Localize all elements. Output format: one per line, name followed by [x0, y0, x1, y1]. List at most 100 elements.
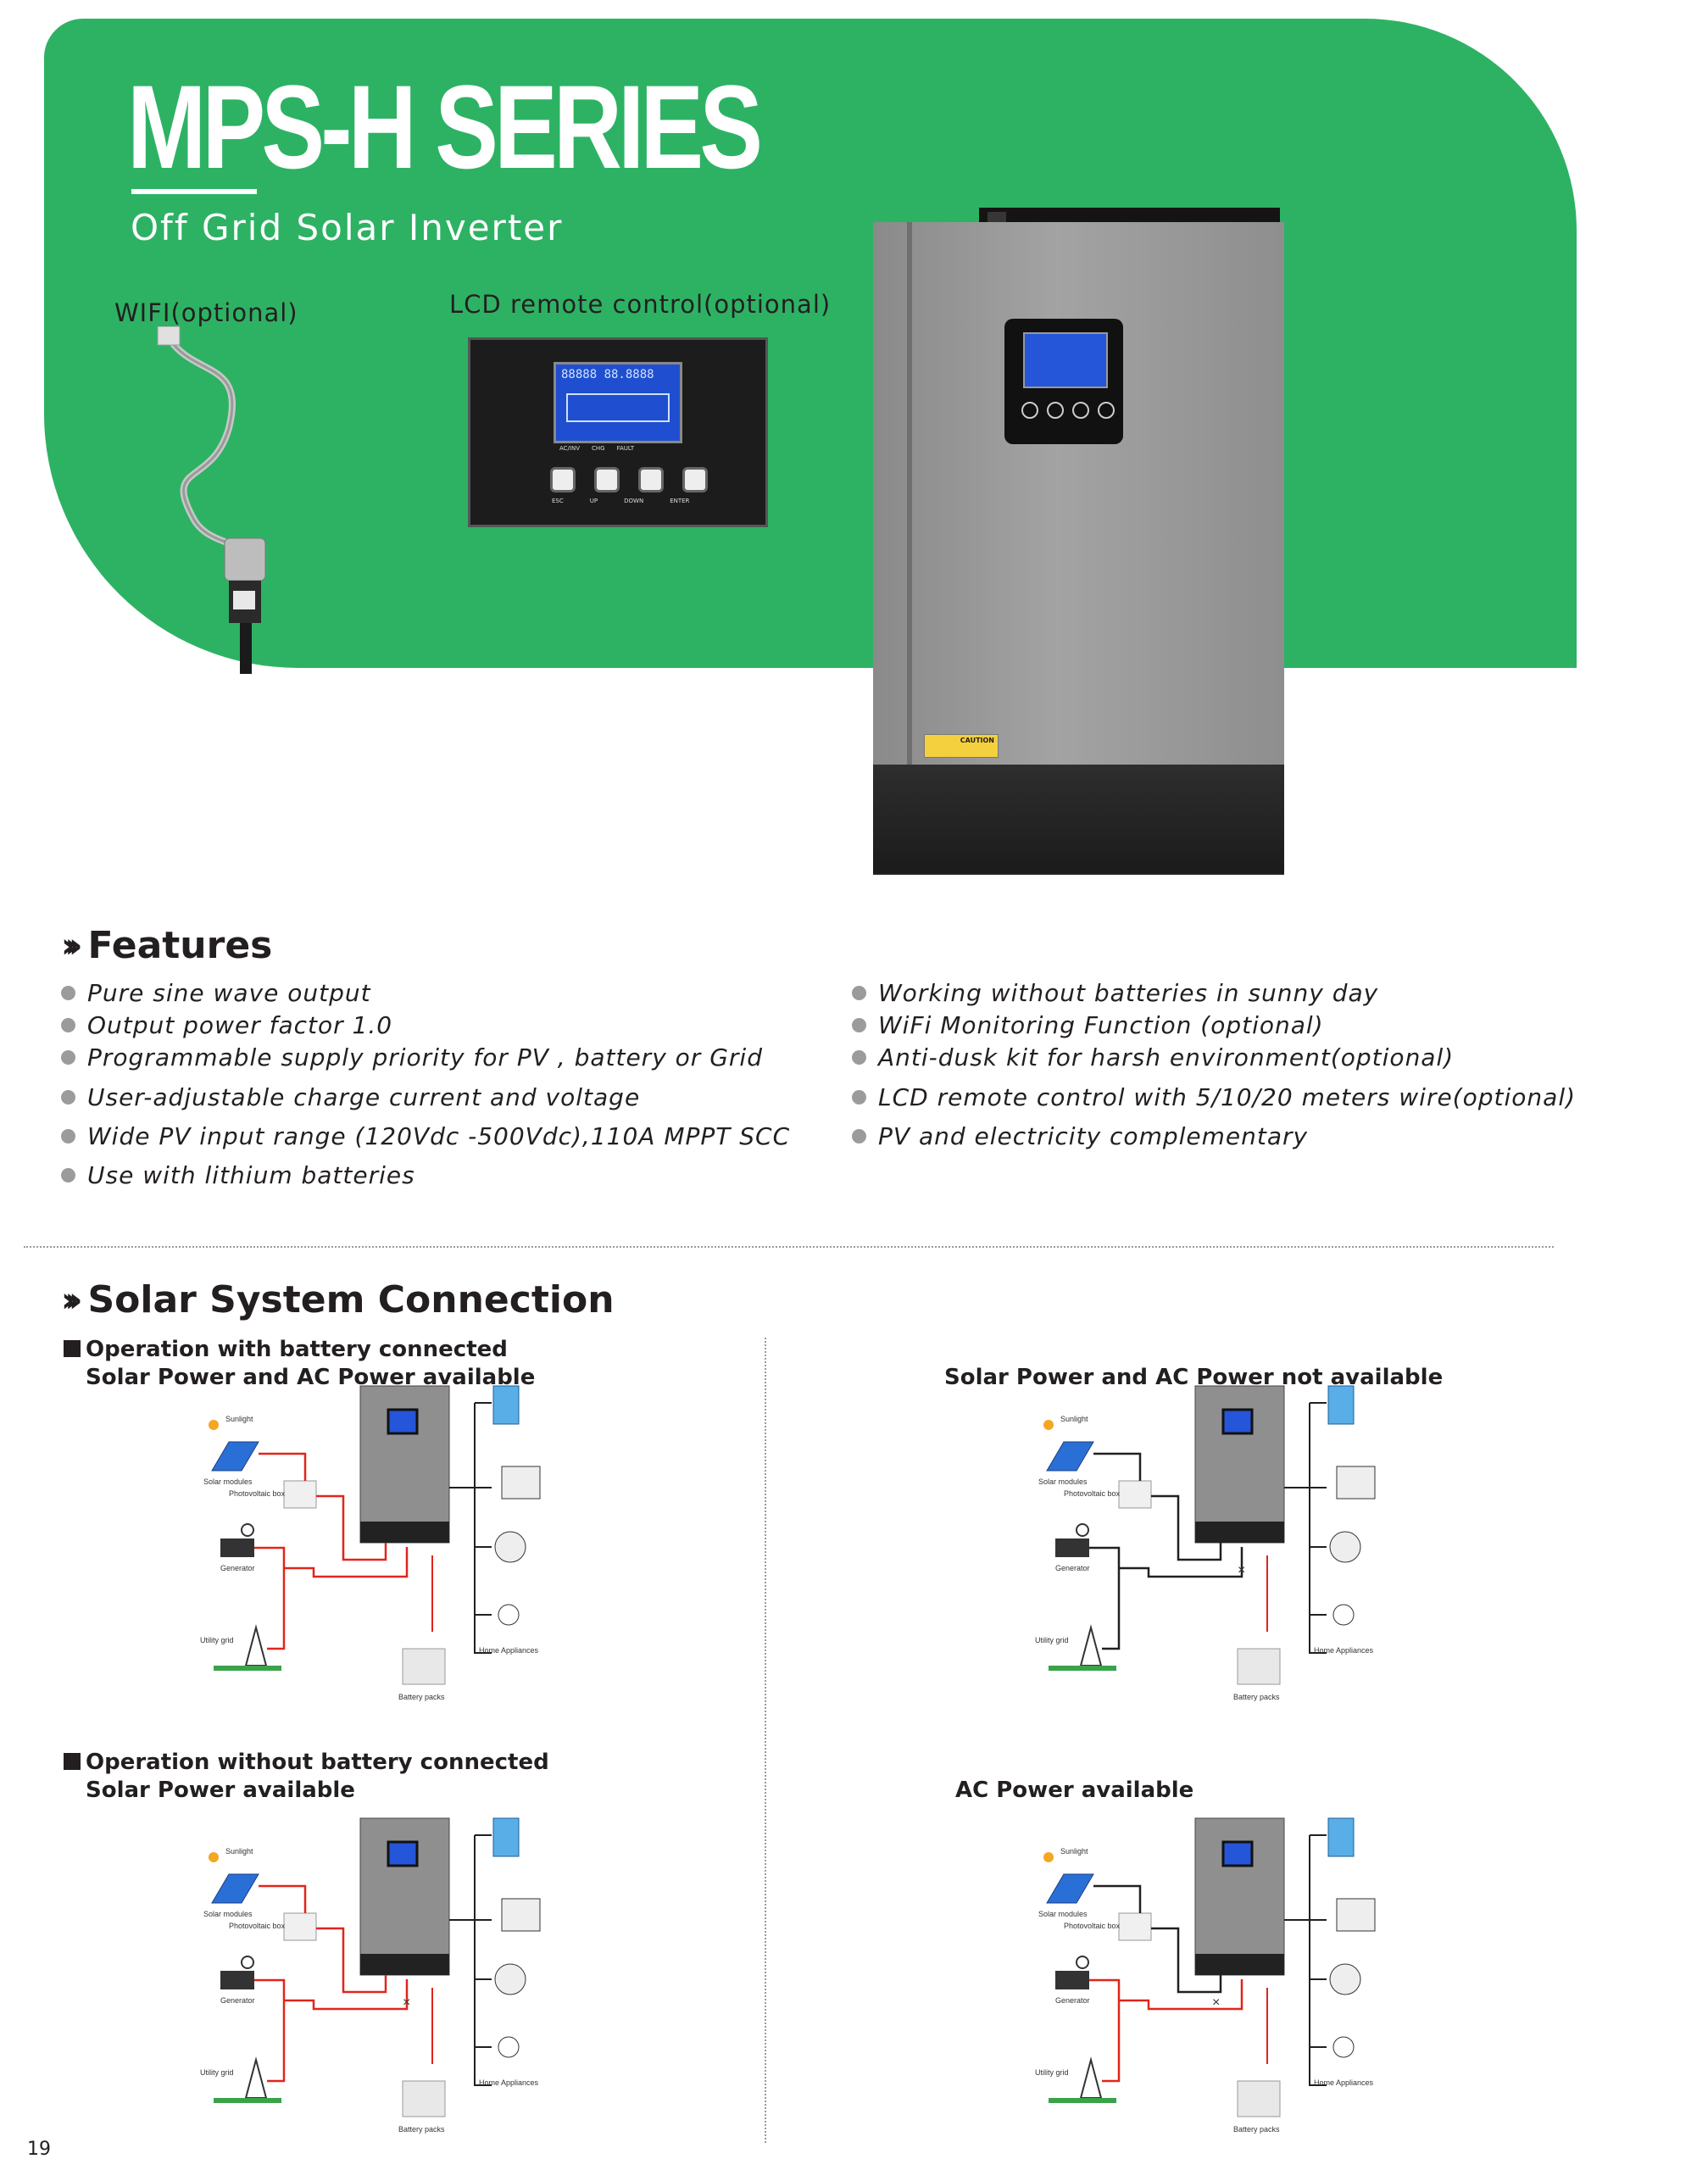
feature-text: Pure sine wave output: [87, 979, 371, 1007]
pv-box-icon: [1118, 1480, 1152, 1509]
caution-label: CAUTION: [924, 734, 999, 758]
diagram-2-title: Solar Power and AC Power not available: [944, 1365, 1444, 1390]
op-without-battery-title: Operation without battery connected: [64, 1749, 549, 1777]
up-button[interactable]: [594, 467, 620, 492]
bullet-icon: [61, 1168, 75, 1182]
battery-label: Battery packs: [1233, 1693, 1280, 1701]
pv-box-icon: [283, 1480, 317, 1509]
sunlight-label: Sunlight: [225, 1415, 253, 1423]
page-number: 19: [27, 2139, 51, 2160]
wifi-dongle-image: [157, 326, 266, 674]
up-label: UP: [589, 498, 598, 504]
op-with-battery-text: Operation with battery connected: [86, 1337, 508, 1362]
solar-panel-icon: [1046, 1873, 1094, 1904]
light-bulb-icon: [498, 2036, 520, 2058]
double-chevron-icon: ›››: [61, 1280, 83, 1320]
sunlight-label: Sunlight: [1060, 1847, 1088, 1856]
title-underline: [131, 189, 257, 194]
feature-item: Pure sine wave output: [61, 979, 371, 1007]
computer-icon: [501, 1898, 541, 1932]
feature-text: Use with lithium batteries: [87, 1161, 415, 1189]
battery-icon: [402, 1648, 446, 1685]
fridge-icon: [492, 1817, 520, 1857]
appliance-bus-line: [474, 1403, 492, 1654]
sun-icon: [209, 1852, 219, 1862]
diagram-1-title: Solar Power and AC Power available: [86, 1365, 536, 1390]
utility-grid-icon: [244, 2056, 268, 2099]
fridge-icon: [1327, 1817, 1355, 1857]
bullet-icon: [852, 986, 866, 1000]
bullet-icon: [61, 1090, 75, 1104]
solar-panel-icon: [1046, 1441, 1094, 1472]
utility-grid-label: Utility grid: [200, 1636, 234, 1644]
battery-label: Battery packs: [398, 1693, 445, 1701]
enter-button[interactable]: [682, 467, 708, 492]
page-subtitle: Off Grid Solar Inverter: [131, 207, 564, 248]
pv-to-inverter-line: [1151, 1927, 1222, 1994]
pv-line: [1093, 1452, 1142, 1481]
light-bulb-icon: [1332, 1604, 1355, 1626]
pv-to-inverter-line: [1151, 1494, 1222, 1561]
square-bullet-icon: [64, 1340, 81, 1357]
light-bulb-icon: [1332, 2036, 1355, 2058]
home-appliances-label: Home Appliances: [1314, 1646, 1374, 1655]
fan-icon: [1329, 1963, 1361, 1995]
feature-item: WiFi Monitoring Function (optional): [852, 1011, 1324, 1039]
grid-to-inverter-line: [284, 1547, 409, 1578]
pv-line: [1093, 1884, 1142, 1913]
feature-text: LCD remote control with 5/10/20 meters w…: [878, 1083, 1577, 1111]
feature-item: PV and electricity complementary: [852, 1122, 1308, 1150]
pv-box-label: Photovoltaic box: [229, 1922, 286, 1930]
sunlight-label: Sunlight: [225, 1847, 253, 1856]
utility-grid-icon: [1079, 2056, 1103, 2099]
battery-icon: [1237, 1648, 1281, 1685]
home-appliances-label: Home Appliances: [1314, 2078, 1374, 2087]
feature-item: Anti-dusk kit for harsh environment(opti…: [852, 1043, 1454, 1071]
feature-text: PV and electricity complementary: [878, 1122, 1309, 1150]
grid-line: [254, 1978, 286, 2083]
op-with-battery-title: Operation with battery connected: [64, 1336, 508, 1364]
down-button[interactable]: [638, 467, 664, 492]
diagram-4-title: AC Power available: [955, 1778, 1194, 1803]
x-mark: ×: [403, 1995, 410, 2010]
appliance-bus-line: [1309, 1403, 1327, 1654]
generator-label: Generator: [1055, 1564, 1090, 1572]
x-mark: ×: [1212, 1995, 1220, 2010]
down-label: DOWN: [624, 498, 644, 504]
x-mark: ×: [1238, 1563, 1245, 1577]
bullet-icon: [852, 1129, 866, 1143]
esc-button[interactable]: [550, 467, 576, 492]
enter-label: ENTER: [670, 498, 690, 504]
pv-line: [259, 1452, 307, 1481]
bullet-icon: [852, 1018, 866, 1032]
grid-to-inverter-line: [1119, 1979, 1243, 2011]
feature-text: Anti-dusk kit for harsh environment(opti…: [878, 1043, 1455, 1071]
esc-label: ESC: [552, 498, 564, 504]
pv-box-label: Photovoltaic box: [1064, 1922, 1121, 1930]
battery-icon: [402, 2080, 446, 2117]
pv-box-label: Photovoltaic box: [229, 1489, 286, 1498]
pv-to-inverter-line: [316, 1927, 387, 1994]
generator-icon: [1055, 1538, 1089, 1557]
battery-label: Battery packs: [398, 2125, 445, 2134]
feature-item: LCD remote control with 5/10/20 meters w…: [852, 1083, 1576, 1111]
feature-item: Wide PV input range (120Vdc -500Vdc),110…: [61, 1122, 790, 1150]
home-appliances-label: Home Appliances: [479, 1646, 539, 1655]
feature-text: WiFi Monitoring Function (optional): [878, 1011, 1324, 1039]
column-divider: [765, 1338, 766, 2143]
grid-to-inverter-line: [1119, 1547, 1243, 1578]
features-heading: ››› Features: [61, 924, 272, 967]
appliance-bus-line: [474, 1835, 492, 2086]
inverter-display: [1004, 319, 1123, 444]
diagram-3-title: Solar Power available: [86, 1778, 355, 1803]
features-heading-text: Features: [87, 924, 273, 967]
hero-banner: [44, 19, 1577, 668]
generator-label: Generator: [220, 1996, 255, 2005]
bullet-icon: [61, 1018, 75, 1032]
fridge-icon: [1327, 1385, 1355, 1425]
square-bullet-icon: [64, 1753, 81, 1770]
pv-box-icon: [1118, 1912, 1152, 1941]
sunlight-label: Sunlight: [1060, 1415, 1088, 1423]
page-title: MPS-H SERIES: [127, 60, 763, 193]
